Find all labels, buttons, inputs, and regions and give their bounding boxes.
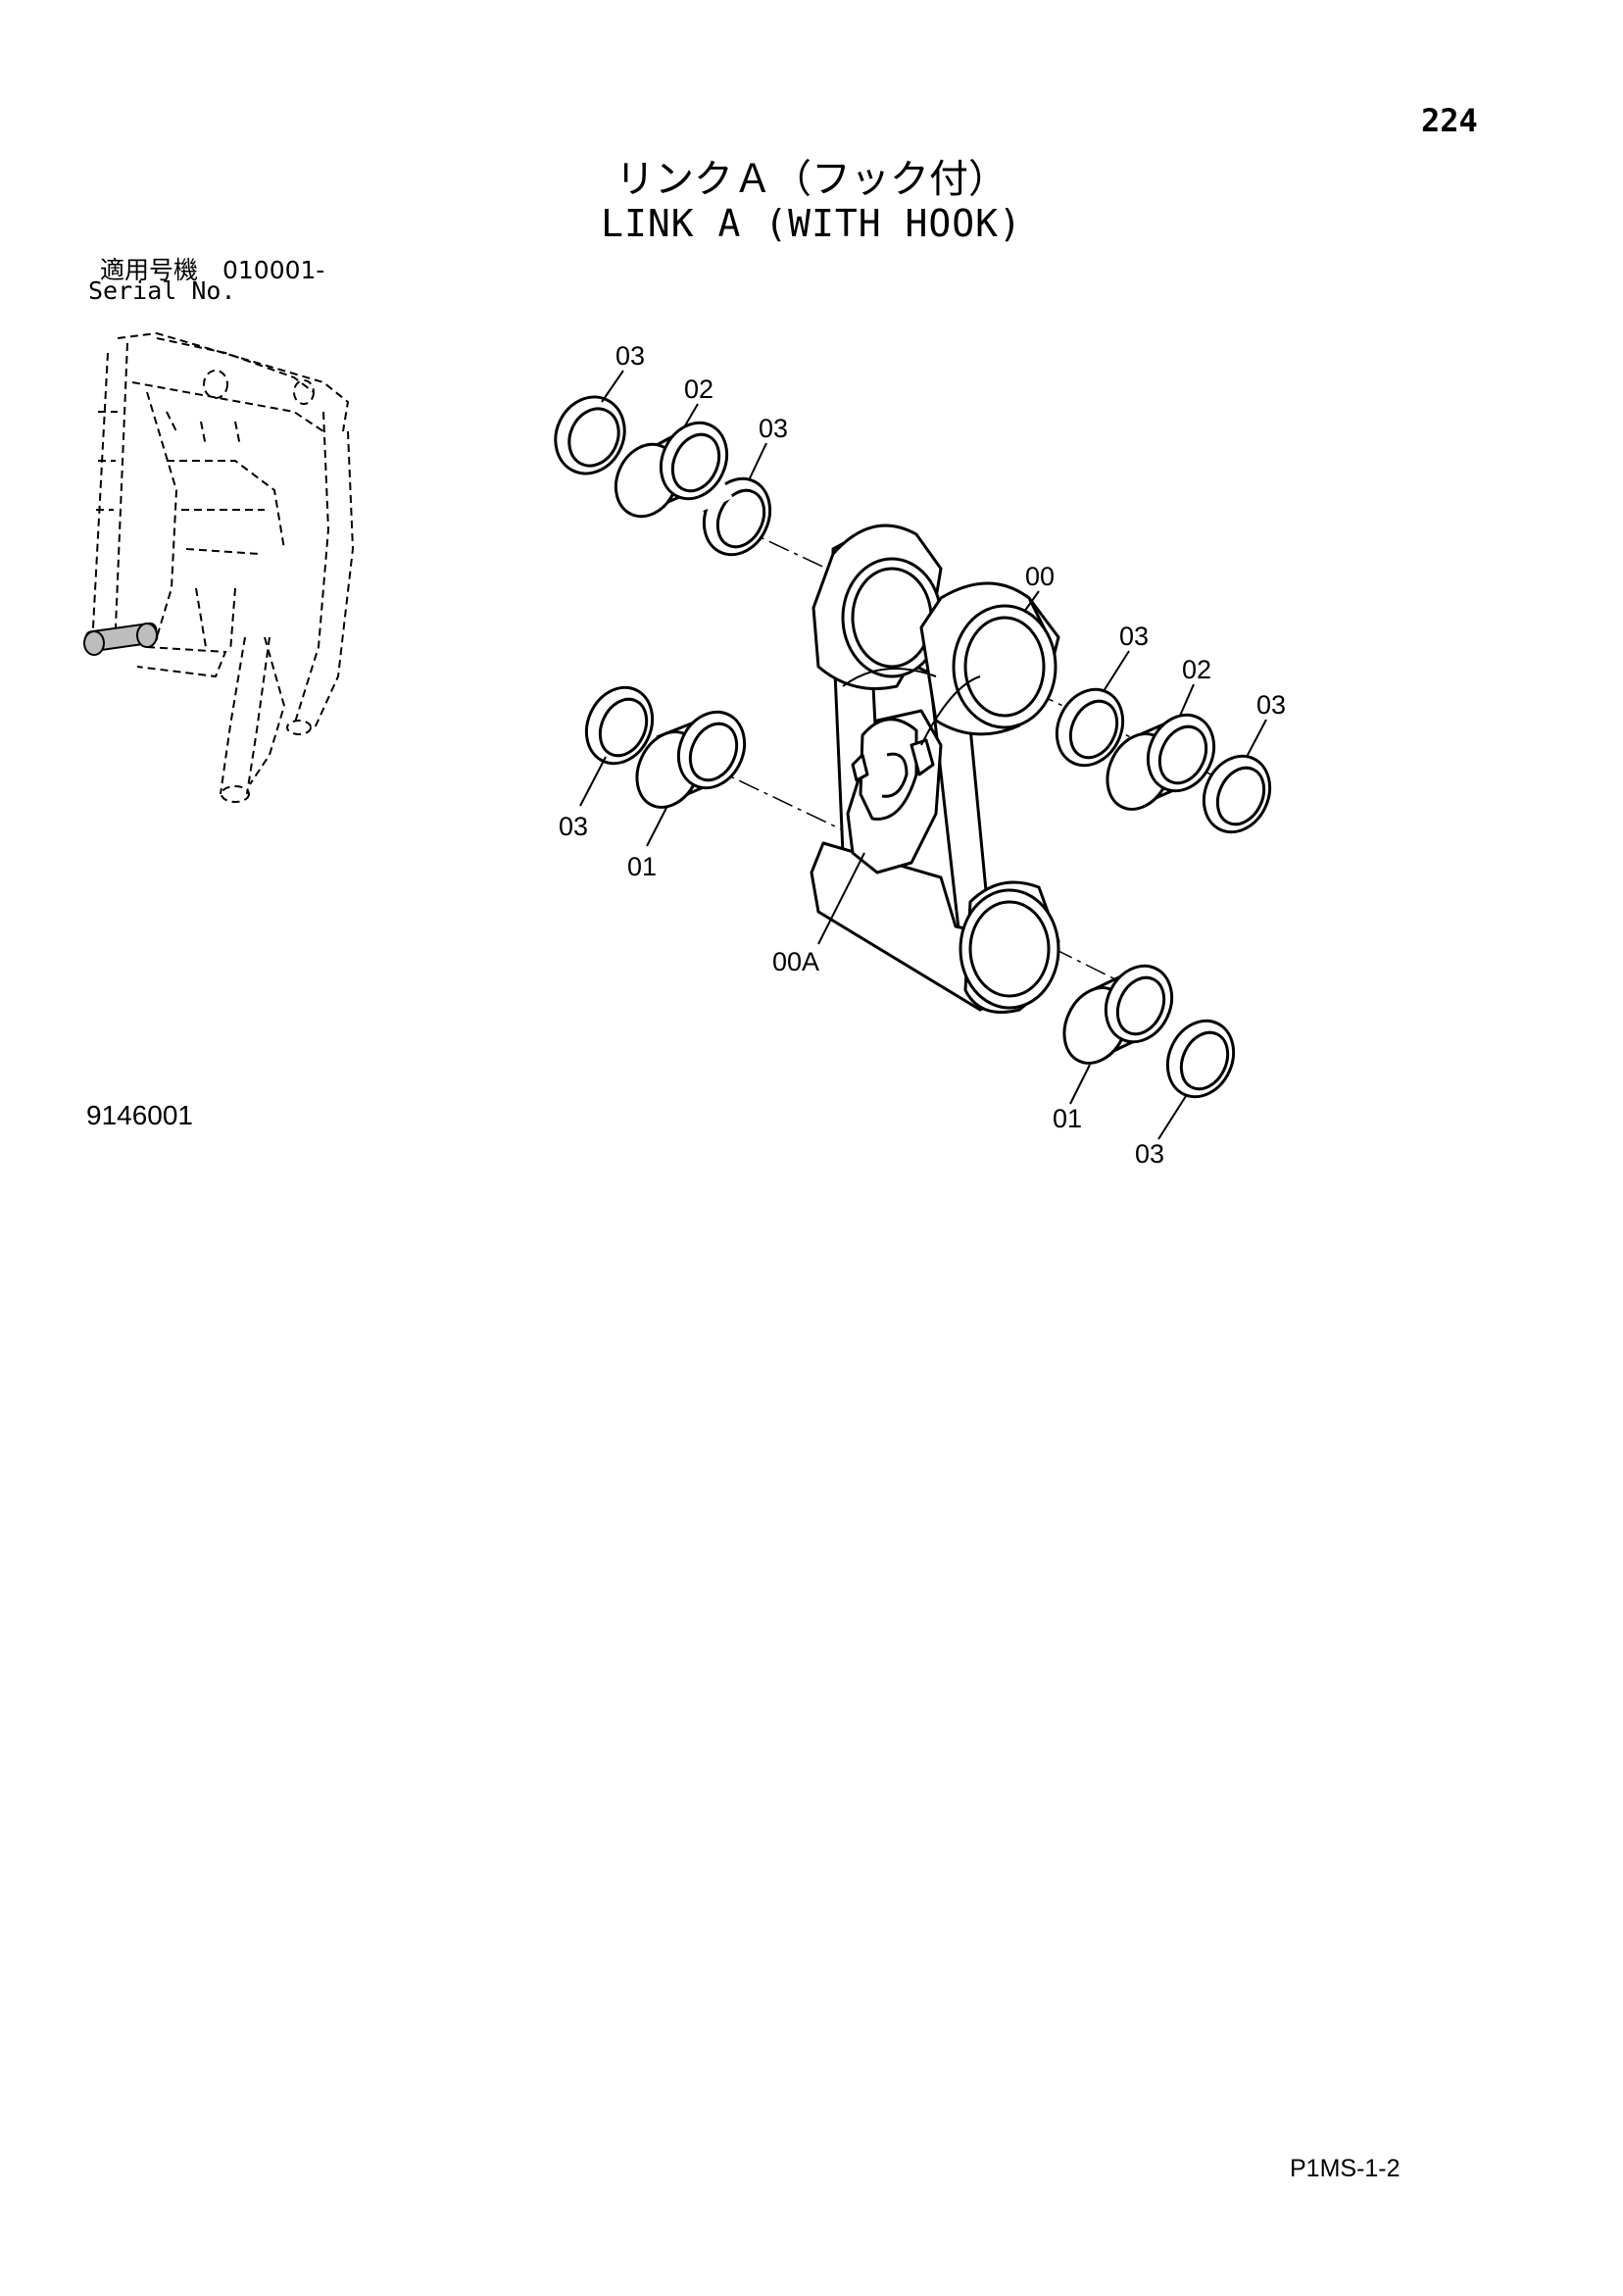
seal-03-upper-right-outer [1202,754,1272,834]
drawing-number: 9146001 [86,1100,194,1130]
callout-01-middle-left: 01 [627,852,657,881]
serial-label-japanese: 適用号機 010001- [100,256,325,284]
highlighted-link-part-thumbnail [83,622,159,656]
callout-00-link: 00 [1025,562,1055,591]
callout-03-upper-right-inner: 03 [1119,622,1149,651]
bushing-02-upper-right [1106,713,1216,811]
callout-03-middle-left: 03 [559,812,588,841]
callout-leader-lines [579,370,1267,1140]
seal-03-lower-right [1165,1019,1236,1099]
page-title-english: LINK A (WITH HOOK) [601,202,1022,245]
link-upper-boss-left [812,524,943,690]
bushing-01-lower-right [1062,964,1174,1065]
hook-assembly [842,668,981,874]
seal-03-middle-left [584,685,655,766]
link-upper-boss-right [919,581,1057,736]
callout-03-upper-right-outer: 03 [1256,690,1286,720]
callout-02-upper-right: 02 [1182,655,1211,684]
callout-03-upper-left-outer: 03 [615,341,645,371]
page-title-japanese: リンクＡ（フック付） [615,157,1008,202]
page-number: 224 [1421,102,1478,139]
callout-00a-hook: 00A [772,947,819,976]
serial-label-english: Serial No. [88,276,236,305]
seal-03-upper-right-inner [1055,687,1125,768]
callout-03-upper-left-inner: 03 [759,414,788,443]
callout-01-lower-right: 01 [1053,1104,1082,1133]
seal-03-upper-left-outer [554,395,626,475]
callout-02-upper-left: 02 [684,374,713,404]
bushing-02-upper-left [614,421,733,519]
callout-03-lower-right: 03 [1135,1139,1164,1169]
machine-overview-illustration [89,331,355,803]
footer-code: P1MS-1-2 [1290,2155,1401,2182]
bushing-01-middle-left [635,710,747,809]
link-lower-boss [959,880,1060,1014]
leader-line-00a [817,852,865,945]
